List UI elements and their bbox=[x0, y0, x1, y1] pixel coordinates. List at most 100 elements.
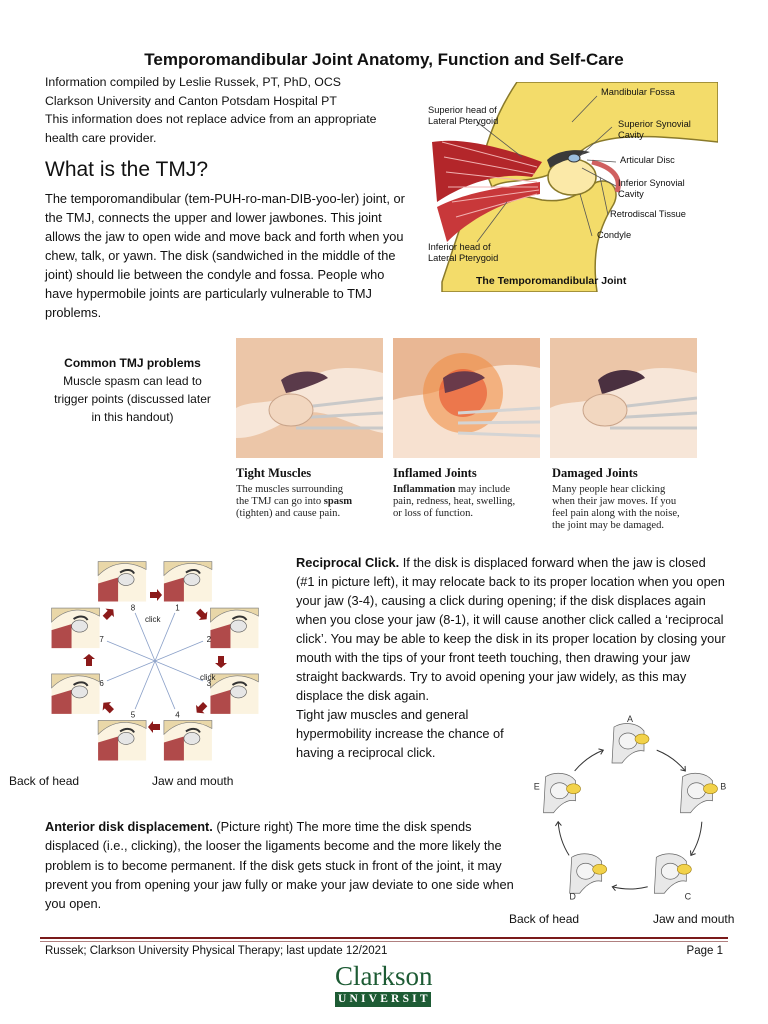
logo-subtitle: UNIVERSITY bbox=[335, 992, 439, 1007]
clock-spoke bbox=[106, 640, 156, 662]
joint-stage-thumbnail bbox=[653, 853, 692, 894]
joint-stage-thumbnail bbox=[543, 772, 581, 814]
panel-text-damaged-joints: Many people hear clicking when their jaw… bbox=[552, 484, 708, 532]
panel-line-part: may include bbox=[455, 484, 511, 495]
anterior-disk-paragraph: Anterior disk displacement. (Picture rig… bbox=[45, 817, 515, 913]
cycle-arrow bbox=[690, 821, 703, 856]
label-inferior-synovial: Cavity bbox=[618, 189, 644, 199]
reciprocal-click-continuation: Tight jaw muscles and general hypermobil… bbox=[296, 707, 504, 760]
cycle-arrow bbox=[574, 749, 604, 772]
clock-spoke bbox=[154, 660, 176, 710]
page-title: Temporomandibular Joint Anatomy, Functio… bbox=[144, 50, 624, 69]
label-inferior-head: Lateral Pterygoid bbox=[428, 253, 499, 263]
logo-wordmark: Clarkson bbox=[335, 961, 433, 991]
cycle-arrowhead bbox=[611, 884, 618, 891]
stage-letter: C bbox=[685, 891, 692, 901]
stage-letter: E bbox=[534, 782, 540, 792]
panel-line: pain, redness, heat, swelling, bbox=[393, 496, 516, 507]
anterior-disk-displacement-diagram: A B C D E bbox=[534, 714, 726, 901]
info-line: health care provider. bbox=[45, 130, 157, 145]
panel-text-tight-muscles: The muscles surrounding the TMJ can go i… bbox=[236, 484, 392, 520]
clock-spoke bbox=[134, 660, 156, 710]
stage-letter: B bbox=[720, 782, 726, 792]
clock-spoke bbox=[106, 660, 156, 682]
clock-number: 8 bbox=[131, 603, 136, 612]
tmj-intro-paragraph: The temporomandibular (tem-PUH-ro-man-DI… bbox=[45, 191, 405, 320]
reciprocal-click-text: If the disk is displaced forward when th… bbox=[296, 555, 726, 703]
info-line: This information does not replace advice… bbox=[45, 112, 377, 126]
panel-text-inflamed-joints: Inflammation may include pain, redness, … bbox=[393, 484, 549, 520]
reciprocal-click-diagram: 1 2 3 4 5 6 7 8 click click bbox=[51, 561, 259, 761]
page-number: Page 1 bbox=[686, 945, 723, 957]
panel-line: the TMJ can go into spasm bbox=[236, 496, 392, 508]
jaw-position-thumbnail bbox=[210, 607, 259, 649]
panel-line: The muscles surrounding bbox=[236, 484, 344, 495]
panel-line: when their jaw moves. If you bbox=[552, 496, 677, 507]
panel-line: Many people hear clicking bbox=[552, 484, 666, 495]
panel-title-tight-muscles: Tight Muscles bbox=[236, 466, 312, 480]
label-superior-head: Superior head of bbox=[428, 105, 497, 115]
tight-muscles-illustration bbox=[236, 338, 383, 458]
joint-stage-thumbnail bbox=[611, 723, 650, 764]
common-problems-line: in this handout) bbox=[91, 410, 174, 424]
cycle-arrowhead bbox=[555, 820, 562, 827]
jaw-position-thumbnail bbox=[163, 561, 213, 602]
clock-arrow bbox=[148, 721, 160, 733]
damaged-joints-illustration bbox=[550, 338, 697, 458]
cycle-arrowhead bbox=[598, 748, 605, 755]
clock-number: 3 bbox=[207, 679, 212, 688]
panel-title-inflamed-joints: Inflamed Joints bbox=[393, 466, 477, 480]
anterior-disk-heading: Anterior disk displacement. bbox=[45, 819, 213, 834]
clock-number: 7 bbox=[99, 635, 104, 644]
reciprocal-click-heading: Reciprocal Click. bbox=[296, 555, 400, 570]
footer-rule bbox=[40, 941, 728, 942]
panel-emphasis: Inflammation bbox=[393, 484, 456, 495]
joint-stage-thumbnail bbox=[680, 772, 718, 814]
cycle-arrowhead bbox=[690, 850, 696, 857]
common-problems-heading: Common TMJ problems bbox=[64, 356, 201, 370]
clock-arrow bbox=[102, 608, 114, 620]
clock-caption-jaw-and-mouth: Jaw and mouth bbox=[152, 774, 234, 788]
clock-spoke bbox=[154, 660, 204, 682]
label-superior-synovial: Cavity bbox=[618, 130, 644, 140]
jaw-position-thumbnail bbox=[97, 561, 147, 602]
inflamed-joints-illustration bbox=[393, 338, 540, 458]
section-heading-what-is-tmj: What is the TMJ? bbox=[45, 158, 208, 181]
label-mandibular-fossa: Mandibular Fossa bbox=[601, 87, 675, 97]
tmj-anatomy-diagram bbox=[422, 82, 718, 292]
clock-arrow bbox=[196, 702, 208, 714]
cycle-arrowhead bbox=[680, 765, 686, 772]
clarkson-logo: Clarkson UNIVERSITY bbox=[335, 961, 439, 1007]
clock-number: 6 bbox=[99, 679, 104, 688]
cycle-caption-back-of-head: Back of head bbox=[509, 912, 580, 926]
common-problems-note: Common TMJ problems Muscle spasm can lea… bbox=[40, 354, 225, 426]
tmj-figure-caption: The Temporomandibular Joint bbox=[476, 275, 627, 287]
jaw-position-thumbnail bbox=[51, 607, 100, 649]
clock-number: 4 bbox=[175, 711, 180, 720]
footer-rule bbox=[40, 937, 728, 939]
jaw-position-thumbnail bbox=[51, 673, 100, 714]
clock-number: 2 bbox=[207, 635, 212, 644]
cycle-arrow bbox=[557, 821, 570, 856]
label-superior-synovial: Superior Synovial bbox=[618, 119, 691, 129]
panel-line: feel pain along with the noise, bbox=[552, 508, 680, 519]
label-inferior-synovial: Inferior Synovial bbox=[618, 178, 685, 188]
label-superior-head: Lateral Pterygoid bbox=[428, 116, 499, 126]
stage-letter: A bbox=[627, 714, 633, 724]
jaw-position-thumbnail bbox=[210, 673, 259, 714]
clock-spoke bbox=[134, 612, 156, 662]
click-label: click bbox=[200, 673, 217, 682]
clock-number: 1 bbox=[175, 603, 180, 612]
clock-arrow bbox=[150, 589, 162, 601]
stage-letter: D bbox=[569, 891, 576, 901]
jaw-position-thumbnail bbox=[163, 720, 213, 761]
label-articular-disc: Articular Disc bbox=[620, 155, 675, 165]
anterior-disk-text: (Picture right) The more time the disk s… bbox=[45, 819, 514, 912]
clock-number: 5 bbox=[131, 711, 136, 720]
click-label: click bbox=[145, 615, 162, 624]
footer-credit: Russek; Clarkson University Physical The… bbox=[45, 945, 388, 957]
common-problems-line: Muscle spasm can lead to bbox=[63, 374, 202, 388]
reciprocal-click-paragraph: Reciprocal Click. If the disk is displac… bbox=[296, 553, 726, 705]
cycle-arrow bbox=[612, 886, 648, 890]
common-problems-line: trigger points (discussed later bbox=[54, 392, 211, 406]
